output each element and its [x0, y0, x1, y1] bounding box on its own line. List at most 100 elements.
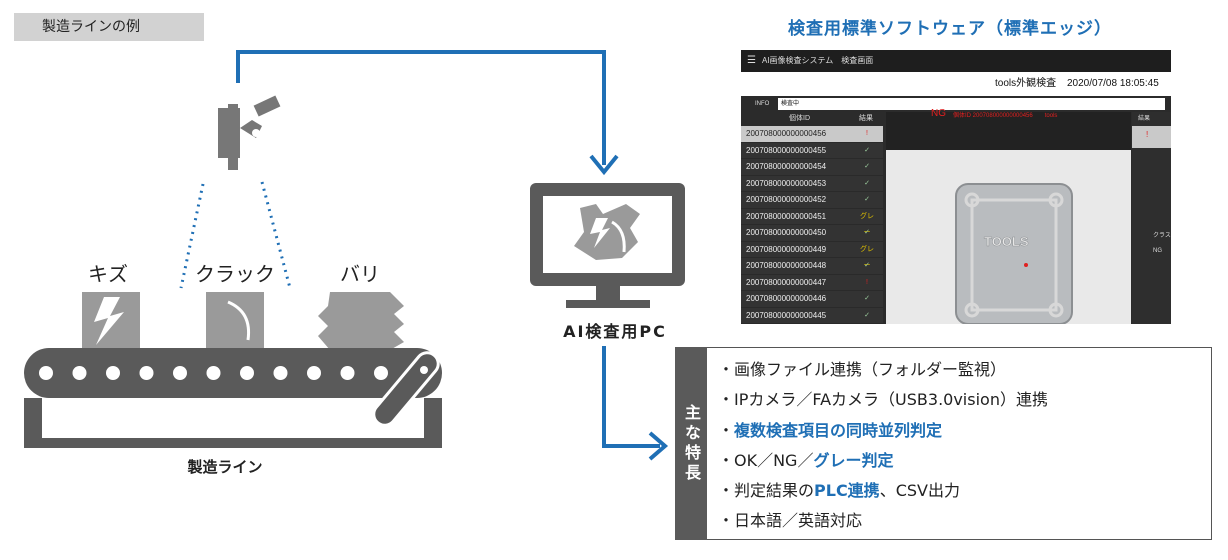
row-result: グレー	[860, 245, 874, 269]
burr-sample-icon	[318, 292, 404, 350]
table-row[interactable]: 200708000000000445 ✓	[741, 308, 883, 324]
row-id: 200708000000000454	[746, 162, 827, 171]
feature-item: ・画像ファイル連携（フォルダー監視）	[718, 355, 1048, 385]
row-id: 200708000000000447	[746, 277, 827, 287]
feature-text: ・OK／NG／	[718, 450, 814, 470]
row-result: ✓	[864, 196, 870, 203]
features-heading-bar: 主な特長	[675, 347, 707, 540]
row-result: !	[866, 278, 868, 286]
monitor-icon	[530, 183, 685, 308]
feature-text: ・日本語／英語対応	[718, 511, 863, 531]
row-result: ✓	[864, 295, 870, 302]
row-result: グレー	[860, 212, 874, 236]
table-header: 個体ID 結果	[741, 112, 883, 126]
metal-plate-image: TOOLS	[955, 183, 1073, 324]
pc-label: AI検査用PC	[563, 322, 667, 341]
arrow-right-icon	[648, 431, 669, 461]
camera-icon	[218, 95, 281, 170]
inspection-image: TOOLS	[886, 150, 1131, 324]
row-id: 200708000000000448	[746, 261, 827, 270]
datetime: 2020/07/08 18:05:45	[1067, 78, 1159, 89]
features-box	[675, 347, 1212, 540]
roller-icon	[340, 366, 355, 380]
feature-item: ・複数検査項目の同時並列判定	[718, 416, 1048, 446]
row-id: 200708000000000455	[746, 145, 827, 155]
roller-icon	[307, 366, 321, 380]
conveyor-belt	[24, 348, 442, 448]
col-header-result: 結果	[859, 115, 873, 122]
feature-text: 、CSV出力	[879, 481, 960, 501]
crack-sample-icon	[206, 292, 264, 350]
ng-header	[886, 112, 1131, 150]
table-row[interactable]: 200708000000000453 ✓	[741, 176, 883, 192]
row-id: 200708000000000452	[746, 195, 827, 204]
camera-to-pc-connector	[236, 50, 606, 165]
row-result: ✓	[864, 262, 870, 269]
menu-icon[interactable]: ☰	[747, 55, 756, 66]
row-id: 200708000000000449	[746, 244, 827, 254]
row-id: 200708000000000446	[746, 294, 827, 303]
col-header-id: 個体ID	[789, 115, 810, 122]
roller-icon	[374, 366, 388, 380]
feature-item: ・OK／NG／グレー判定	[718, 446, 1048, 476]
roller-icon	[273, 366, 288, 380]
table-row[interactable]: 200708000000000450 ✓	[741, 225, 883, 242]
table-row[interactable]: 200708000000000447!	[741, 275, 883, 291]
defect-label-crack: クラック	[195, 262, 275, 286]
row-result: ✓	[864, 163, 870, 170]
right-ng-value: NG	[1153, 248, 1162, 254]
feature-highlight-text: 複数検査項目の同時並列判定	[734, 420, 943, 440]
table-row[interactable]: 200708000000000449 グレー	[741, 242, 883, 269]
row-result: ✓	[864, 311, 870, 319]
roller-icon	[240, 366, 254, 380]
table-row[interactable]: 200708000000000452 ✓	[741, 192, 883, 209]
feature-item: ・日本語／英語対応	[718, 506, 1048, 536]
ng-mark-icon: !	[1146, 130, 1149, 139]
feature-text: ・判定結果の	[718, 481, 815, 501]
feature-highlight-text: PLC連携	[814, 481, 880, 501]
features-heading: 主な特長	[682, 403, 701, 484]
camera-view-line-right	[260, 181, 292, 289]
roller-icon	[173, 366, 187, 380]
row-id: 200708000000000450	[746, 228, 827, 237]
ng-detail: 個体ID 200708000000000456 tools	[953, 113, 1058, 119]
feature-item: ・IPカメラ／FAカメラ（USB3.0vision）連携	[718, 385, 1048, 415]
table-row[interactable]: 200708000000000446 ✓	[741, 291, 883, 308]
roller-icon	[106, 366, 120, 380]
ng-label: NG	[931, 108, 946, 119]
feature-text: ・IPカメラ／FAカメラ（USB3.0vision）連携	[718, 390, 1048, 410]
inspection-mode: tools外観検査	[995, 78, 1057, 89]
row-id: 200708000000000445	[746, 310, 827, 320]
table-row[interactable]: 200708000000000455 ✓	[741, 143, 883, 159]
feature-text: ・画像ファイル連携（フォルダー監視）	[718, 360, 1007, 379]
table-row[interactable]: 200708000000000456!	[741, 126, 883, 143]
row-id: 200708000000000453	[746, 178, 827, 188]
row-id: 200708000000000456	[746, 129, 827, 138]
roller-icon	[206, 366, 221, 380]
table-body: 200708000000000456!200708000000000455✓20…	[741, 126, 883, 324]
app-titlebar: ☰ AI画像検査システム 検査画面	[741, 50, 1171, 72]
app-title: AI画像検査システム 検査画面	[761, 56, 874, 65]
scratch-sample-icon	[82, 292, 140, 350]
feature-text: ・	[718, 420, 735, 440]
features-list: ・画像ファイル連携（フォルダー監視） ・IPカメラ／FAカメラ（USB3.0vis…	[718, 355, 1048, 537]
info-field: 検査中	[778, 98, 1165, 110]
table-row[interactable]: 200708000000000454 ✓	[741, 159, 883, 176]
row-result: ✓	[864, 146, 870, 154]
example-tag: 製造ラインの例	[14, 13, 204, 41]
right-col-result: 結果	[1138, 116, 1151, 122]
software-screenshot: ☰ AI画像検査システム 検査画面 tools外観検査 2020/07/08 18…	[741, 50, 1171, 324]
right-selected-row: !	[1132, 126, 1171, 148]
result-table: 個体ID 結果 200708000000000456!2007080000000…	[741, 112, 883, 324]
right-class-label: クラス	[1153, 233, 1171, 239]
roller-icon	[72, 366, 87, 380]
info-label: INFO	[755, 101, 770, 107]
table-row[interactable]: 200708000000000448 ✓	[741, 258, 883, 275]
row-result: ✓	[864, 179, 870, 187]
roller-icon	[139, 366, 154, 380]
row-result: ✓	[864, 229, 870, 236]
status-bar: tools外観検査 2020/07/08 18:05:45	[741, 72, 1171, 96]
feature-item: ・判定結果のPLC連携、CSV出力	[718, 476, 1048, 506]
